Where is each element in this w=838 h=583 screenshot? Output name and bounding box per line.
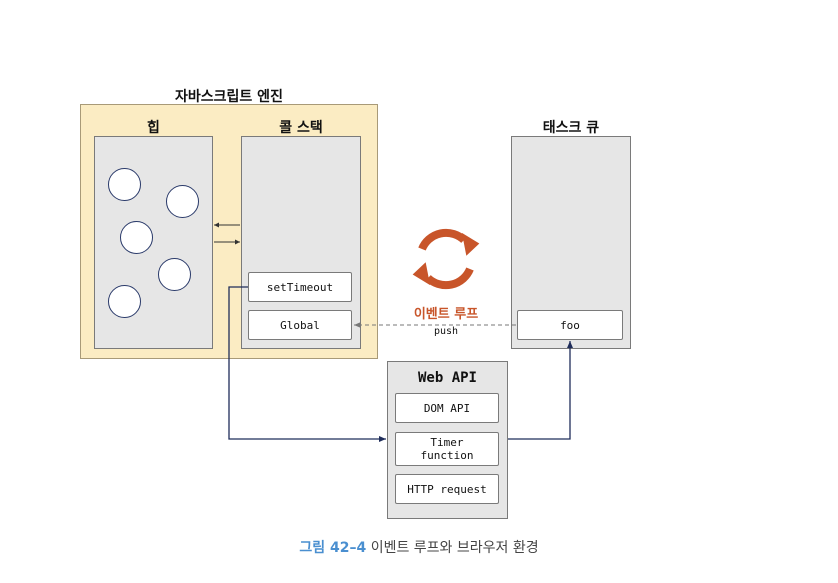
task-queue-title: 태스크 큐 [542,120,600,136]
push-label: push [433,326,459,337]
heap-object [166,185,199,218]
event-loop-label: 이벤트 루프 [413,307,479,322]
figure-caption: 그림 42–4 이벤트 루프와 브라우저 환경 [0,537,838,557]
heap-object [108,168,141,201]
call-stack-title: 콜 스택 [279,120,323,136]
event-loop-cycle-icon [412,228,480,290]
stack-frame-settimeout: setTimeout [248,272,352,302]
web-api-timer: Timer function [395,432,499,466]
webapi-to-taskqueue-arrow [508,341,573,440]
heap-object [158,258,191,291]
stack-frame-global: Global [248,310,352,340]
task-foo: foo [517,310,623,340]
heap-object [120,221,153,254]
heap-object [108,285,141,318]
web-api-dom: DOM API [395,393,499,423]
settimeout-to-webapi-arrow [228,286,386,442]
web-api-http: HTTP request [395,474,499,504]
figure-caption-text: 이벤트 루프와 브라우저 환경 [370,540,539,556]
engine-title: 자바스크립트 엔진 [175,89,283,105]
figure-number: 그림 42–4 [299,540,367,556]
web-api-title: Web API [417,370,477,386]
heap-title: 힙 [147,120,160,136]
